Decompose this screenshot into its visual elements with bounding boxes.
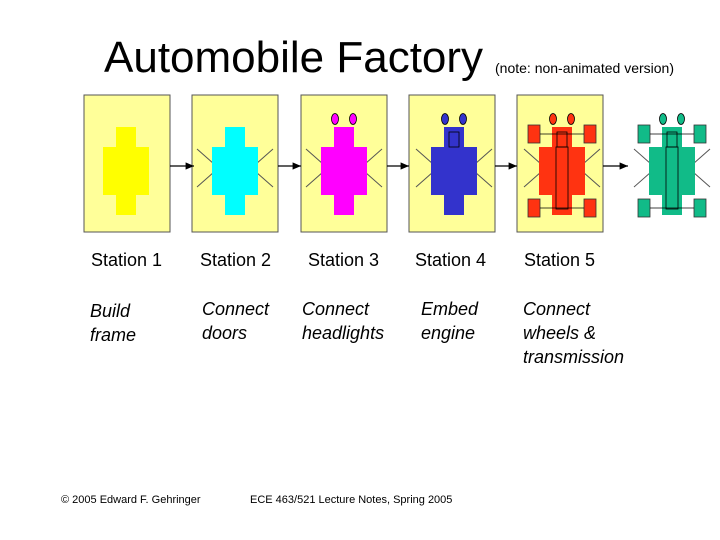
assembly-line-diagram bbox=[83, 94, 711, 233]
station-2-task: Connect doors bbox=[202, 299, 270, 343]
finished-car-headlight-1 bbox=[659, 113, 667, 125]
station-5-car-door-line-2 bbox=[523, 171, 542, 188]
station-2-label: Station 2 bbox=[200, 250, 272, 270]
station-5-car-transmission bbox=[555, 146, 569, 210]
finished-car-body bbox=[649, 127, 695, 215]
station-5-car-door-line-4 bbox=[582, 171, 601, 188]
copyright-footer: © 2005 Edward F. Gehringer bbox=[61, 494, 201, 506]
station-3 bbox=[300, 94, 388, 233]
station-4-car-body bbox=[431, 127, 477, 215]
station-5 bbox=[516, 94, 604, 233]
version-note: (note: non-animated version) bbox=[495, 60, 674, 76]
station-3-car-door-line-1 bbox=[305, 148, 324, 165]
finished-car-wheel-3 bbox=[637, 198, 651, 218]
station-1-label: Station 1 bbox=[91, 250, 163, 270]
station-4-car-headlight-2 bbox=[459, 113, 467, 125]
station-4-label: Station 4 bbox=[415, 250, 487, 270]
station-5-car-wheel-4 bbox=[583, 198, 597, 218]
station-3-car-door-line-2 bbox=[305, 171, 324, 188]
station-2-car-door-line-1 bbox=[196, 148, 215, 165]
finished-car-door-line-1 bbox=[633, 148, 652, 165]
station-4-car-door-line-2 bbox=[415, 171, 434, 188]
station-3-task: Connect headlights bbox=[302, 299, 385, 343]
station-2-car-door-line-3 bbox=[255, 148, 274, 165]
station-2-car-door-line-2 bbox=[196, 171, 215, 188]
station-5-car-body bbox=[539, 127, 585, 215]
station-2 bbox=[191, 94, 279, 233]
station-2-car-door-line-4 bbox=[255, 171, 274, 188]
station-3-car-door-line-4 bbox=[364, 171, 383, 188]
station-1-car-body bbox=[103, 127, 149, 215]
station-3-car-body bbox=[321, 127, 367, 215]
station-4-car-engine bbox=[448, 131, 460, 148]
station-2-car-body bbox=[212, 127, 258, 215]
station-1 bbox=[83, 94, 171, 233]
finished-car-door-line-3 bbox=[692, 148, 711, 165]
station-3-label: Station 3 bbox=[308, 250, 380, 270]
finished-car-headlight-2 bbox=[677, 113, 685, 125]
station-3-car-headlight-1 bbox=[331, 113, 339, 125]
station-3-car-headlight-2 bbox=[349, 113, 357, 125]
station-4-car-door-line-4 bbox=[474, 171, 493, 188]
station-5-label: Station 5 bbox=[524, 250, 596, 270]
station-3-car-door-line-3 bbox=[364, 148, 383, 165]
course-footer: ECE 463/521 Lecture Notes, Spring 2005 bbox=[250, 494, 453, 506]
finished-car-wheel-2 bbox=[693, 124, 707, 144]
station-1-task: Build frame bbox=[90, 301, 137, 345]
station-5-car-headlight-1 bbox=[549, 113, 557, 125]
finished-car-transmission bbox=[665, 146, 679, 210]
station-5-car-door-line-3 bbox=[582, 148, 601, 165]
station-4-car-door-line-1 bbox=[415, 148, 434, 165]
finished-car-wheel-1 bbox=[637, 124, 651, 144]
station-5-car-wheel-1 bbox=[527, 124, 541, 144]
finished-car-wheel-4 bbox=[693, 198, 707, 218]
station-5-car-wheel-3 bbox=[527, 198, 541, 218]
station-4-car-door-line-3 bbox=[474, 148, 493, 165]
finished-car-door-line-2 bbox=[633, 171, 652, 188]
station-5-car-wheel-2 bbox=[583, 124, 597, 144]
finished-car bbox=[633, 113, 711, 218]
station-4 bbox=[408, 94, 496, 233]
station-5-car-headlight-2 bbox=[567, 113, 575, 125]
station-4-task: Embed engine bbox=[421, 299, 479, 343]
station-5-task: Connect wheels & transmission bbox=[523, 299, 625, 367]
station-5-car-door-line-1 bbox=[523, 148, 542, 165]
finished-car-door-line-4 bbox=[692, 171, 711, 188]
slide-title: Automobile Factory bbox=[104, 33, 484, 82]
station-4-car-headlight-1 bbox=[441, 113, 449, 125]
